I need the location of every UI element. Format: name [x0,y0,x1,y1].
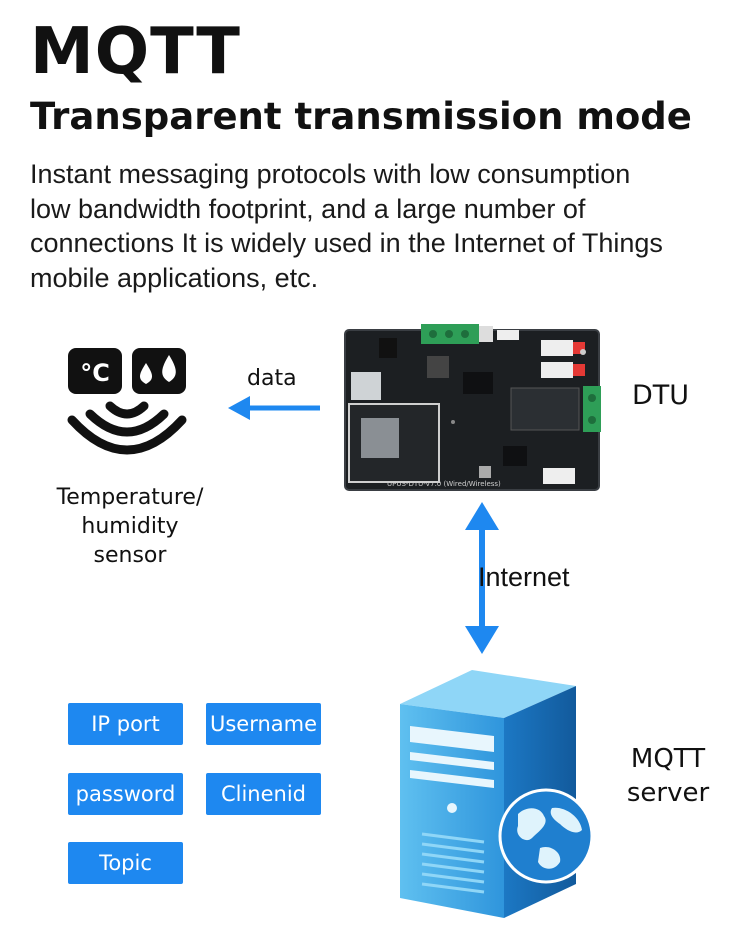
description-line: connections It is widely used in the Int… [30,228,663,258]
page-title: MQTT [30,15,241,89]
data-arrow [228,396,320,420]
mqtt-server-label: MQTT server [606,742,730,810]
mqtt-server-label-line: MQTT [630,744,706,774]
sensor-label-line: Temperature/ [56,485,204,510]
param-password: password [68,773,183,815]
data-arrow-label: data [247,366,297,391]
description: Instant messaging protocols with low con… [30,157,730,295]
sensor-label-line: humidity [81,514,179,539]
celsius-glyph: °C [80,359,110,387]
page-subtitle: Transparent transmission mode [30,95,692,138]
signal-waves-icon [67,401,187,455]
dtu-board-image: UPUS-DTU-V7.0 (Wired/Wireless) [344,324,601,491]
board-silkscreen: UPUS-DTU-V7.0 (Wired/Wireless) [387,480,501,488]
mqtt-server-label-line: server [626,778,710,808]
param-clinenid: Clinenid [206,773,321,815]
description-line: Instant messaging protocols with low con… [30,159,631,189]
param-topic: Topic [68,842,183,884]
description-line: mobile applications, etc. [30,262,319,293]
internet-label: Internet [478,562,570,592]
mqtt-server-icon [400,670,594,918]
param-ip-port: IP port [68,703,183,745]
temperature-humidity-sensor-icon: °C [67,348,187,455]
description-line: low bandwidth footprint, and a large num… [30,193,586,224]
sensor-label-line: sensor [93,543,167,568]
param-username: Username [206,703,321,745]
sensor-label: Temperature/ humidity sensor [30,483,230,570]
droplet-icon [132,348,186,394]
dtu-label: DTU [632,380,690,411]
globe-icon [498,788,594,884]
internet-double-arrow [465,502,499,654]
